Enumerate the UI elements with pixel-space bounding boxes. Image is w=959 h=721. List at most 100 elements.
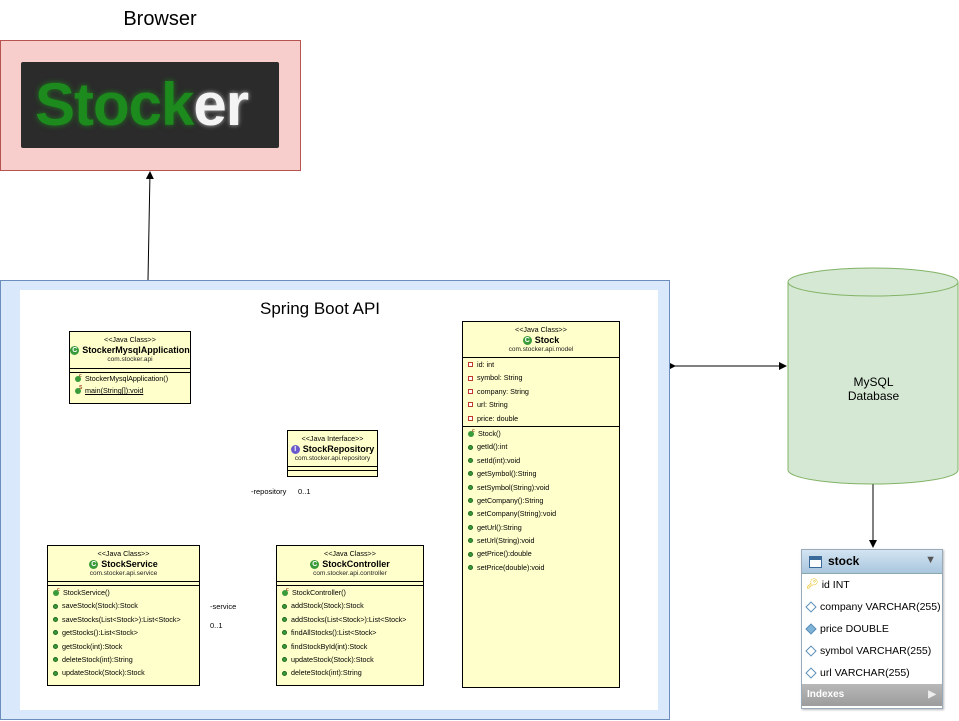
method-icon (282, 630, 287, 636)
method: findStockById(int):Stock (291, 641, 368, 651)
method: addStocks(List<Stock>):List<Stock> (291, 614, 407, 624)
method: deleteStock(int):String (62, 654, 133, 664)
mysql-database-cylinder (787, 267, 959, 485)
constructor-icon (75, 370, 82, 382)
package-name: com.stocker.api.service (89, 570, 158, 577)
constructor-icon (282, 584, 289, 597)
package-name: com.stocker.api.repository (294, 455, 371, 462)
method: StockService() (63, 588, 110, 597)
constructor-icon (53, 584, 60, 597)
db-label-line1: MySQL (853, 375, 894, 389)
assoc-repository-role: -repository (251, 487, 287, 496)
method-icon (468, 565, 473, 571)
interface-name: StockRepository (302, 444, 375, 454)
method: main(String[]):void (85, 386, 144, 395)
column-diamond-icon (805, 645, 817, 657)
method-icon (53, 670, 58, 676)
method: getSymbol():String (477, 469, 537, 479)
package-name: com.stocker.api (107, 356, 153, 363)
method: getStocks():List<Stock> (62, 628, 138, 638)
method: getPrice():double (477, 549, 532, 559)
method-icon (468, 471, 473, 477)
method-icon (468, 498, 473, 504)
private-field-icon (468, 362, 473, 368)
method-icon (282, 670, 287, 676)
private-field-icon (468, 415, 473, 421)
method: setCompany(String):void (477, 509, 557, 519)
column-diamond-icon (805, 667, 817, 679)
column-label: price DOUBLE (820, 623, 889, 635)
stereotype: <<Java Class>> (324, 549, 376, 558)
stock-table-widget[interactable]: stock ▼ 🔑︎id INT company VARCHAR(255) pr… (801, 549, 943, 709)
column-label: company VARCHAR(255) (820, 601, 941, 613)
package-name: com.stocker.api.controller (313, 570, 387, 577)
method: updateStock(Stock):Stock (291, 654, 374, 664)
class-name: StockerMysqlApplication (82, 345, 190, 355)
method: Stock() (478, 428, 501, 438)
method-icon (468, 444, 473, 450)
method-icon (282, 643, 287, 649)
method: setUrl(String):void (477, 536, 535, 546)
class-icon: C (70, 345, 80, 355)
class-name: StockService (101, 559, 158, 569)
method-icon (468, 484, 473, 490)
method-icon (468, 457, 473, 463)
method-icon (282, 603, 287, 609)
table-header[interactable]: stock ▼ (802, 550, 942, 574)
method-icon (53, 643, 58, 649)
spring-boot-title: Spring Boot API (259, 299, 381, 318)
column-label: url VARCHAR(255) (820, 667, 910, 679)
class-name: StockController (322, 559, 390, 569)
db-label-line2: Database (847, 389, 900, 403)
method: StockerMysqlApplication() (85, 374, 169, 383)
field: symbol: String (477, 373, 523, 383)
browser-title: Browser (123, 8, 197, 30)
private-field-icon (468, 388, 473, 394)
stereotype: <<Java Class>> (97, 549, 150, 558)
stereotype: <<Java Class>> (104, 335, 156, 344)
method: updateStock(Stock):Stock (62, 668, 145, 678)
method-icon (282, 657, 287, 663)
field: price: double (477, 413, 519, 423)
method-icon (468, 511, 473, 517)
interface-icon: I (290, 444, 300, 454)
mysql-database-label: MySQL Database (788, 375, 959, 403)
method-icon (53, 630, 58, 636)
class-name: Stock (534, 335, 560, 345)
table-name: stock (828, 554, 860, 568)
class-icon: C (310, 559, 320, 569)
table-column: symbol VARCHAR(255) (802, 640, 942, 662)
method: setPrice(double):void (477, 562, 545, 572)
private-field-icon (468, 375, 473, 381)
collapse-arrow-icon[interactable]: ▼ (925, 554, 936, 566)
column-diamond-icon (805, 601, 817, 613)
method-icon (53, 657, 58, 663)
method: findAllStocks():List<Stock> (291, 628, 377, 638)
class-icon: C (522, 335, 532, 345)
static-method-icon (75, 382, 82, 394)
method: setId(int):void (477, 455, 521, 465)
table-column: 🔑︎id INT (802, 574, 942, 596)
table-column: price DOUBLE (802, 618, 942, 640)
method: getUrl():String (477, 522, 522, 532)
stereotype: <<Java Class>> (515, 325, 567, 334)
constructor-icon (468, 425, 475, 438)
method-icon (468, 524, 473, 530)
logo-part-er: er (193, 71, 249, 138)
method-icon (468, 551, 473, 557)
stereotype: <<Java Interface>> (301, 434, 364, 443)
method-icon (53, 616, 58, 622)
assoc-service-role: -service (210, 602, 237, 611)
table-icon (809, 556, 822, 568)
indexes-section[interactable]: Indexes ▶ (802, 684, 942, 706)
method-icon (282, 616, 287, 622)
assoc-service-multiplicity: 0..1 (210, 621, 223, 630)
private-field-icon (468, 402, 473, 408)
stocker-logo: Stocker (21, 62, 279, 148)
method: setSymbol(String):void (477, 482, 550, 492)
expand-arrow-icon[interactable]: ▶ (928, 689, 936, 700)
